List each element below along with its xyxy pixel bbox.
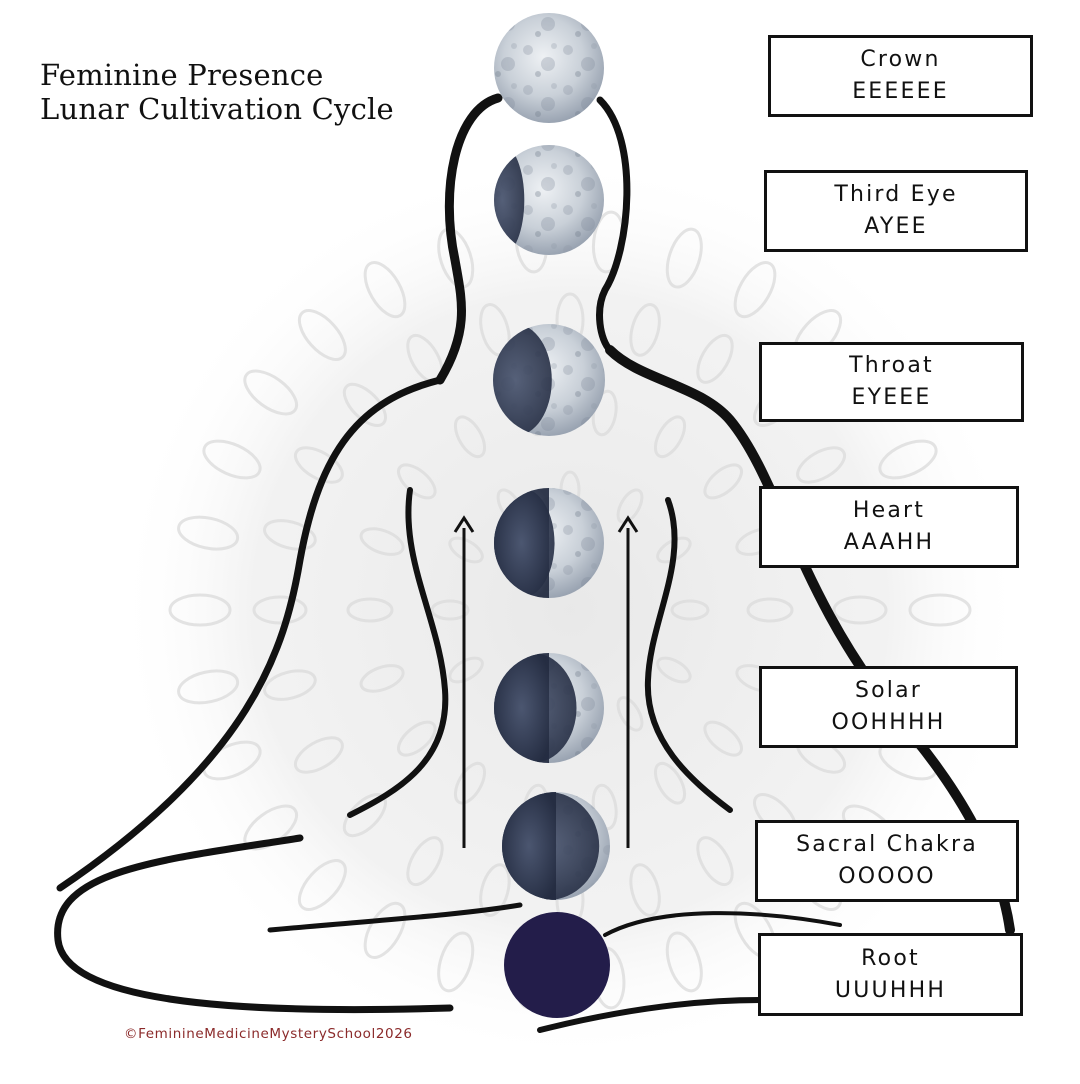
mandala-petal	[616, 696, 644, 732]
right-up-arrow-icon	[617, 515, 639, 848]
first-quarter-moon-icon	[494, 488, 604, 598]
mandala-petal	[696, 836, 734, 887]
chakra-name: Heart	[852, 498, 926, 523]
moon-craters	[494, 145, 604, 255]
mandala-petal	[696, 333, 734, 384]
mandala-petal	[363, 261, 407, 319]
mandala-petal	[359, 664, 405, 693]
mandala-petal	[252, 595, 308, 625]
chakra-sound: AYEE	[864, 214, 928, 239]
energy-arrows	[453, 515, 639, 848]
mandala-petal	[448, 656, 484, 684]
mandala-petal	[656, 656, 692, 684]
mandala-petal	[746, 597, 794, 623]
mandala-petal	[653, 761, 687, 805]
mandala-petal	[653, 415, 687, 459]
diagram-title: Feminine Presence Lunar Cultivation Cycl…	[40, 58, 394, 126]
mandala-petal	[670, 599, 710, 621]
waxing-crescent-moon-icon	[494, 653, 604, 763]
chakra-name: Throat	[849, 353, 934, 378]
chakra-name: Sacral Chakra	[796, 832, 978, 857]
chakra-sound: EYEEE	[851, 385, 932, 410]
title-line-2: Lunar Cultivation Cycle	[40, 92, 394, 126]
mandala-petal	[202, 439, 262, 480]
mandala-petal	[202, 740, 262, 781]
chakra-label-solar: Solar OOHHHH	[759, 666, 1018, 748]
mandala-petal	[297, 309, 347, 361]
title-line-1: Feminine Presence	[40, 58, 324, 92]
mandala-petal	[293, 446, 344, 484]
mandala-petal	[397, 720, 437, 757]
mandala-petal	[703, 463, 743, 500]
left-up-arrow-icon	[453, 515, 475, 848]
moon-phase-column	[493, 13, 610, 1018]
new-moon-moon-icon	[504, 912, 610, 1018]
new-moon-disc	[504, 912, 610, 1018]
mandala-petal	[616, 488, 644, 524]
mandala-petal	[342, 382, 387, 427]
moon-craters	[494, 13, 604, 123]
mandala-petal	[346, 597, 394, 623]
copyright-notice: ©FeminineMedicineMysterySchool2026	[124, 1026, 413, 1042]
mandala-petal	[293, 736, 344, 774]
mandala-petal	[703, 720, 743, 757]
mandala-petal	[448, 536, 484, 564]
mandala-petal	[453, 761, 487, 805]
chakra-name: Solar	[854, 678, 923, 703]
mandala-petal	[453, 415, 487, 459]
mandala-petal	[406, 836, 444, 887]
mandala-petal	[832, 595, 888, 625]
chakra-label-throat: Throat EYEEE	[759, 342, 1024, 422]
chakra-sound: UUUHHH	[834, 977, 947, 1003]
chakra-label-root: Root UUUHHH	[758, 933, 1023, 1016]
mandala-petal	[177, 669, 240, 705]
mandala-petal	[629, 863, 661, 917]
mandala-petal	[479, 863, 511, 917]
chakra-sound: EEEEEE	[852, 79, 949, 104]
mandala-petal	[665, 931, 703, 993]
mandala-petal	[908, 593, 972, 627]
mandala-petal	[297, 859, 347, 911]
chakra-label-sacral: Sacral Chakra OOOOO	[755, 820, 1019, 902]
moon-shadow	[494, 145, 525, 255]
mandala-petal	[878, 439, 938, 480]
mandala-petal	[263, 669, 317, 701]
mandala-petal	[263, 519, 317, 551]
mandala-petal	[656, 536, 692, 564]
mandala-petal	[243, 369, 299, 416]
waning-gibbous-moon-icon	[494, 145, 604, 255]
mandala-petal	[665, 227, 703, 289]
mandala-petal	[629, 303, 661, 357]
chakra-label-heart: Heart AAAHH	[759, 486, 1019, 568]
chakra-label-crown: Crown EEEEEE	[768, 35, 1033, 117]
chakra-name: Crown	[860, 47, 941, 72]
chakra-sound: OOHHHH	[831, 710, 946, 735]
mandala-petal	[796, 446, 847, 484]
chakra-sound: AAAHH	[843, 530, 935, 555]
chakra-sound: OOOOO	[838, 864, 936, 889]
mandala-petal	[437, 931, 475, 993]
mandala-petal	[359, 527, 405, 556]
chakra-label-third-eye: Third Eye AYEE	[764, 170, 1028, 252]
full-moon-moon-icon	[494, 13, 604, 123]
mandala-petal	[168, 593, 232, 627]
mandala-petal	[177, 515, 240, 551]
mandala-petal	[733, 261, 777, 319]
mandala-petal	[430, 599, 470, 621]
chakra-name: Root	[861, 945, 920, 971]
chakra-name: Third Eye	[834, 182, 958, 207]
